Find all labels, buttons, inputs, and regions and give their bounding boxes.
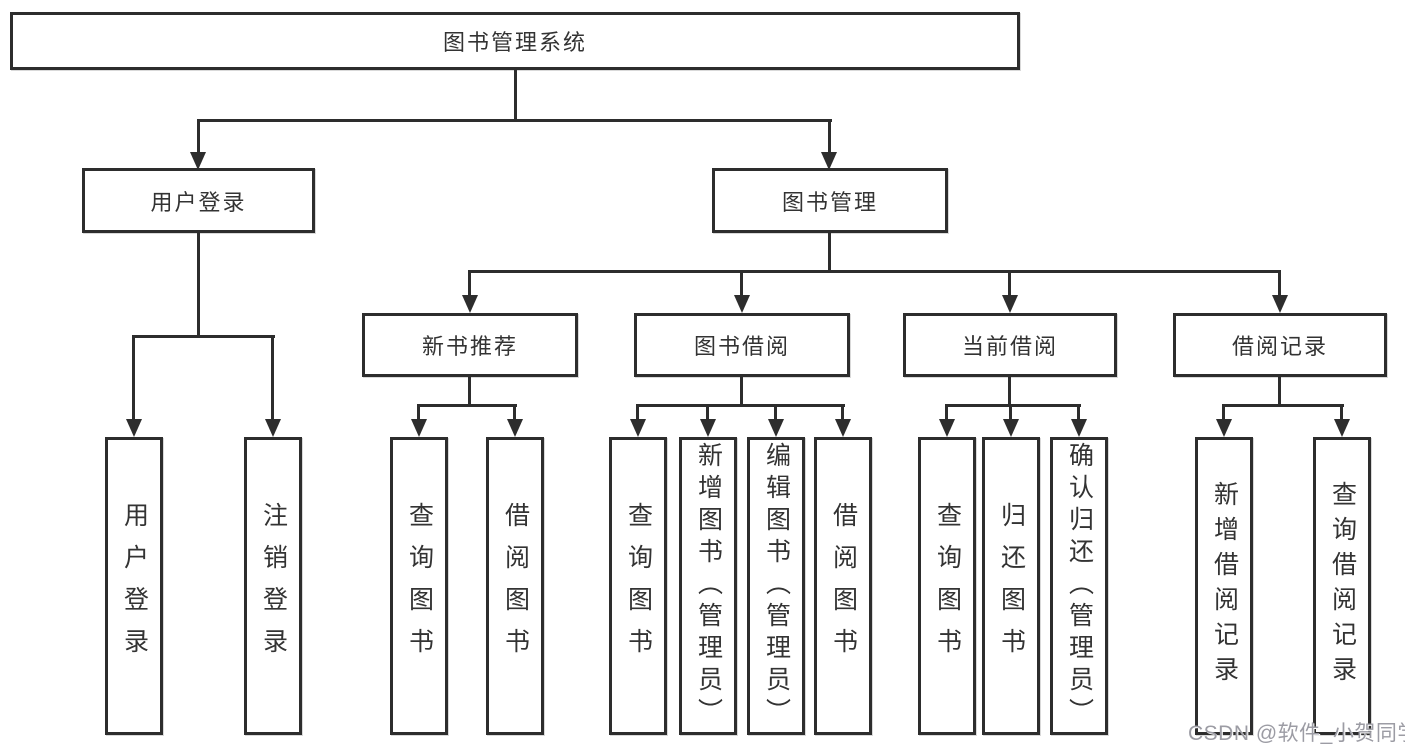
- node-new-book-recommend-label: 新书推荐: [421, 334, 518, 359]
- connector-line: [636, 404, 845, 407]
- node-leaf-nb-borrow-books-label: 借阅图书: [501, 502, 530, 670]
- connector-line: [417, 404, 420, 421]
- connector-line: [468, 377, 471, 407]
- node-leaf-bb-add-books-admin-label: 新增图书（管理员）: [694, 442, 723, 730]
- connector-line: [514, 70, 517, 122]
- connector-line: [740, 377, 743, 407]
- node-leaf-cb-return-books: 归还图书: [982, 437, 1040, 735]
- arrowhead-down: [190, 152, 206, 170]
- node-borrowing-records-label: 借阅记录: [1231, 334, 1328, 359]
- node-leaf-bb-edit-books-admin-label: 编辑图书（管理员）: [762, 442, 791, 730]
- arrowhead-down: [821, 152, 837, 170]
- connector-line: [1077, 404, 1080, 421]
- connector-line: [132, 335, 135, 421]
- connector-line: [513, 404, 516, 421]
- connector-line: [1222, 404, 1225, 421]
- arrowhead-down: [265, 419, 281, 437]
- connector-line: [1008, 377, 1011, 407]
- node-book-borrowing: 图书借阅: [634, 313, 850, 377]
- node-book-management-label: 图书管理: [781, 189, 878, 215]
- arrowhead-down: [1334, 419, 1350, 437]
- connector-line: [1278, 377, 1281, 407]
- arrowhead-down: [1216, 419, 1232, 437]
- connector-line: [417, 404, 517, 407]
- connector-line: [468, 270, 1281, 273]
- node-leaf-br-add-record: 新增借阅记录: [1195, 437, 1253, 735]
- connector-line: [841, 404, 844, 421]
- arrowhead-down: [1003, 419, 1019, 437]
- connector-line: [828, 119, 831, 154]
- arrowhead-down: [630, 419, 646, 437]
- node-root: 图书管理系统: [10, 12, 1020, 70]
- node-leaf-nb-query-books: 查询图书: [390, 437, 448, 735]
- node-book-borrowing-label: 图书借阅: [693, 334, 790, 359]
- connector-line: [706, 404, 709, 421]
- arrowhead-down: [1272, 295, 1288, 313]
- node-leaf-bb-borrow-books-label: 借阅图书: [829, 502, 858, 670]
- connector-line: [1008, 270, 1011, 297]
- connector-line: [197, 119, 200, 154]
- node-leaf-nb-borrow-books: 借阅图书: [486, 437, 544, 735]
- connector-line: [945, 404, 948, 421]
- node-new-book-recommend: 新书推荐: [362, 313, 578, 377]
- node-current-borrowing-label: 当前借阅: [961, 334, 1058, 359]
- node-leaf-bb-edit-books-admin: 编辑图书（管理员）: [747, 437, 805, 735]
- node-root-label: 图书管理系统: [442, 30, 587, 55]
- node-leaf-logout-label: 注销登录: [259, 502, 288, 670]
- node-leaf-user-login: 用户登录: [105, 437, 163, 735]
- connector-line: [1278, 270, 1281, 297]
- node-current-borrowing: 当前借阅: [903, 313, 1117, 377]
- node-user-login: 用户登录: [82, 168, 315, 233]
- node-leaf-bb-query-books-label: 查询图书: [624, 502, 653, 670]
- arrowhead-down: [126, 419, 142, 437]
- node-book-management: 图书管理: [712, 168, 948, 233]
- node-borrowing-records: 借阅记录: [1173, 313, 1387, 377]
- connector-line: [945, 404, 1081, 407]
- connector-line: [828, 233, 831, 273]
- arrowhead-down: [411, 419, 427, 437]
- arrowhead-down: [700, 419, 716, 437]
- node-leaf-cb-return-books-label: 归还图书: [997, 502, 1026, 670]
- connector-line: [468, 270, 471, 297]
- arrowhead-down: [734, 295, 750, 313]
- connector-line: [1009, 404, 1012, 421]
- node-leaf-logout: 注销登录: [244, 437, 302, 735]
- node-leaf-nb-query-books-label: 查询图书: [405, 502, 434, 670]
- node-leaf-br-add-record-label: 新增借阅记录: [1210, 481, 1239, 691]
- connector-line: [1340, 404, 1343, 421]
- node-leaf-bb-query-books: 查询图书: [609, 437, 667, 735]
- node-leaf-cb-confirm-return-admin: 确认归还（管理员）: [1050, 437, 1108, 735]
- connector-line: [197, 233, 200, 338]
- arrowhead-down: [1002, 295, 1018, 313]
- node-leaf-bb-add-books-admin: 新增图书（管理员）: [679, 437, 737, 735]
- arrowhead-down: [462, 295, 478, 313]
- node-leaf-br-query-record: 查询借阅记录: [1313, 437, 1371, 735]
- node-leaf-br-query-record-label: 查询借阅记录: [1328, 481, 1357, 691]
- connector-line: [197, 119, 832, 122]
- connector-line: [132, 335, 275, 338]
- connector-line: [636, 404, 639, 421]
- arrowhead-down: [507, 419, 523, 437]
- arrowhead-down: [768, 419, 784, 437]
- connector-line: [740, 270, 743, 297]
- arrowhead-down: [1071, 419, 1087, 437]
- connector-line: [774, 404, 777, 421]
- connector-line: [271, 335, 274, 421]
- connector-line: [1222, 404, 1344, 407]
- arrowhead-down: [939, 419, 955, 437]
- node-leaf-user-login-label: 用户登录: [120, 502, 149, 670]
- node-leaf-cb-confirm-return-admin-label: 确认归还（管理员）: [1065, 442, 1094, 730]
- node-user-login-label: 用户登录: [150, 189, 247, 215]
- arrowhead-down: [835, 419, 851, 437]
- csdn-watermark: CSDN @软件_小贺同学: [1188, 722, 1405, 745]
- node-leaf-cb-query-books: 查询图书: [918, 437, 976, 735]
- node-leaf-bb-borrow-books: 借阅图书: [814, 437, 872, 735]
- node-leaf-cb-query-books-label: 查询图书: [933, 502, 962, 670]
